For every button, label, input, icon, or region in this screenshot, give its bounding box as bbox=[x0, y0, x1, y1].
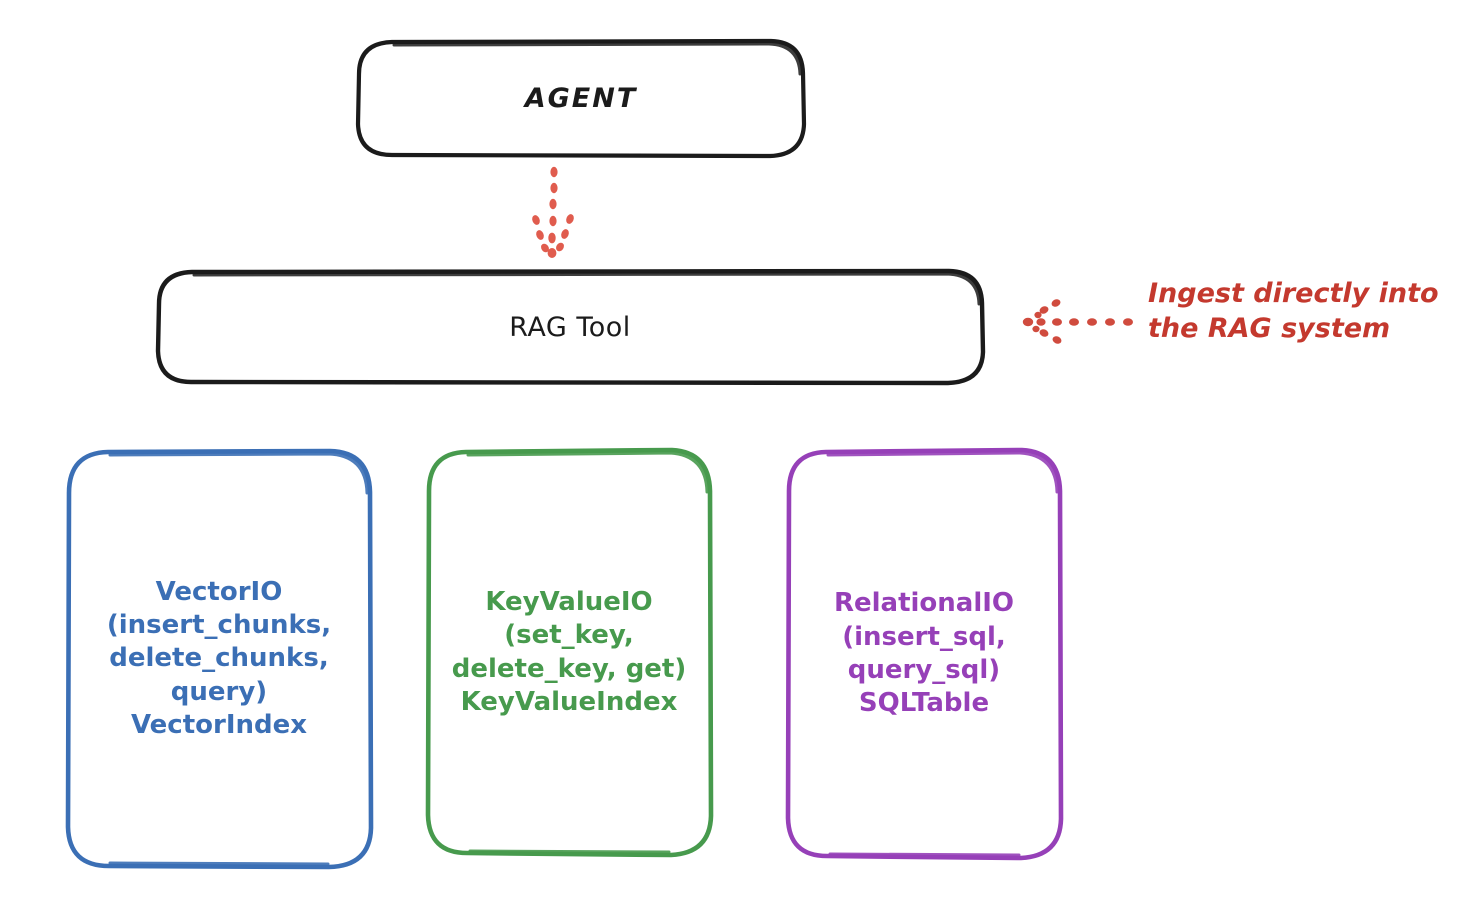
note-to-rag-arrow bbox=[1022, 299, 1133, 344]
relational-io-box-outline bbox=[785, 447, 1064, 861]
rag-tool-box-outline bbox=[155, 268, 986, 386]
vector-io-box-outline bbox=[65, 448, 374, 870]
agent-box-outline bbox=[355, 38, 807, 159]
keyvalue-io-box-outline bbox=[425, 447, 714, 858]
agent-to-rag-arrow bbox=[532, 166, 574, 258]
